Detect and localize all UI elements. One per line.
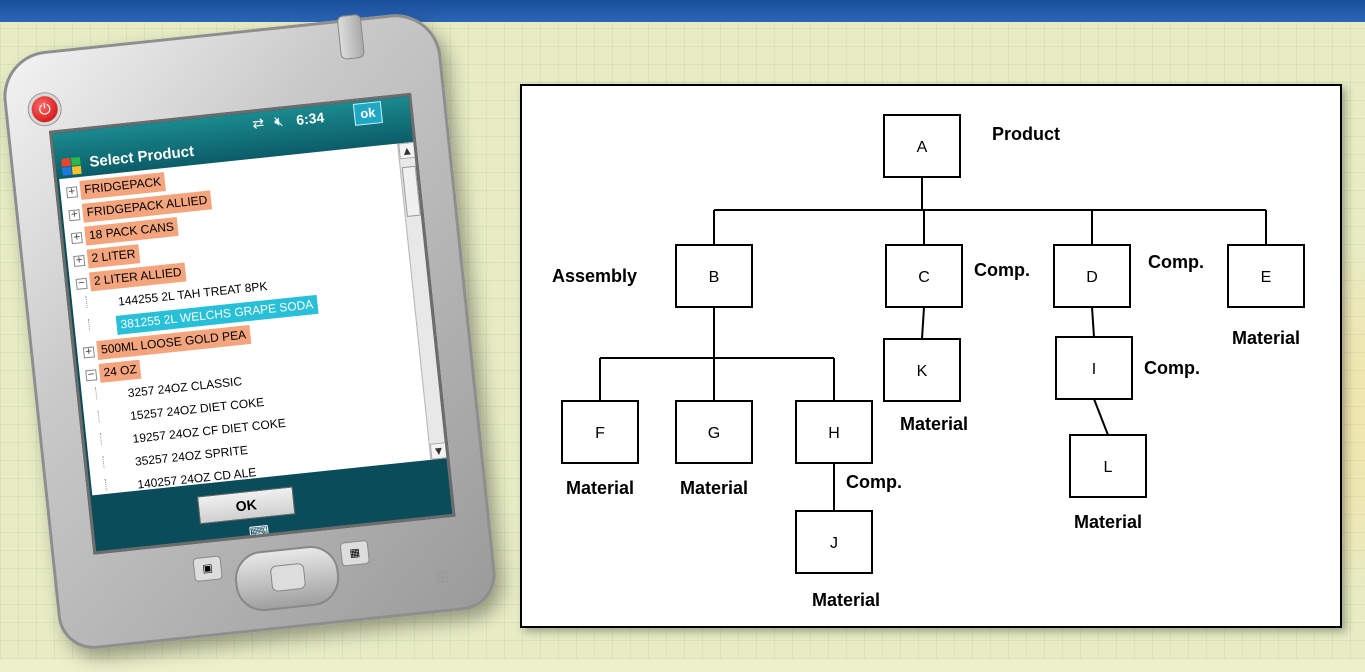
expand-icon[interactable]: + — [68, 209, 81, 222]
top-banner — [0, 0, 1365, 22]
scroll-thumb[interactable] — [401, 165, 421, 217]
node-box-c — [885, 244, 963, 308]
ok-button[interactable]: OK — [197, 486, 296, 525]
tree-connector — [97, 410, 100, 423]
node-label-f: F — [595, 425, 605, 442]
stylus — [336, 13, 366, 60]
windows-start-icon[interactable] — [60, 156, 83, 177]
expand-icon[interactable]: + — [65, 186, 79, 199]
node-box-a — [883, 114, 961, 178]
connector-line — [1093, 398, 1109, 436]
node-type-label: Comp. — [1148, 252, 1204, 272]
node-label-a: A — [917, 139, 928, 156]
action-button[interactable] — [269, 562, 307, 593]
node-label-c: C — [918, 269, 930, 286]
node-label-l: L — [1104, 459, 1113, 476]
windows-logo-icon: ⊞ — [434, 566, 451, 587]
node-type-label: Material — [1074, 512, 1142, 532]
node-label-b: B — [709, 269, 720, 286]
connectivity-icon[interactable]: ⇄ — [251, 115, 265, 133]
collapse-icon[interactable]: − — [85, 369, 98, 382]
node-type-label: Material — [812, 590, 880, 610]
tree-connector — [85, 295, 88, 308]
node-label-j: J — [830, 535, 838, 552]
node-type-label: Material — [566, 478, 634, 498]
expand-icon[interactable]: + — [73, 254, 86, 268]
scroll-up-icon[interactable]: ▲ — [398, 141, 416, 160]
node-type-label: Assembly — [552, 266, 637, 286]
node-label-i: I — [1092, 361, 1096, 378]
node-label-g: G — [708, 425, 720, 442]
pocket-pc-device: ⏻ Select Product ⇄ 🔇︎ 6:34 ok +FRIDGEPAC… — [0, 8, 521, 672]
softkey-right-icon[interactable]: ▦ — [339, 539, 370, 567]
softkey-left-icon[interactable]: ▣ — [192, 555, 223, 583]
node-label-d: D — [1086, 269, 1098, 286]
tree-connector — [104, 478, 107, 491]
connector-line — [921, 306, 925, 340]
node-box-e — [1227, 244, 1305, 308]
tree-item-label: 24 OZ — [98, 359, 142, 383]
tree-connector — [102, 456, 105, 469]
node-type-label: Comp. — [846, 472, 902, 492]
clock[interactable]: 6:34 — [295, 109, 325, 128]
node-box-b — [675, 244, 753, 308]
node-type-label: Comp. — [1144, 358, 1200, 378]
node-box-d — [1053, 244, 1131, 308]
tree-item-label: 2 LITER — [86, 244, 141, 269]
node-label-h: H — [828, 425, 840, 442]
connector-line — [1091, 306, 1095, 338]
node-type-label: Material — [1232, 328, 1300, 348]
node-box-k — [883, 338, 961, 402]
node-label-e: E — [1261, 269, 1272, 286]
node-box-f — [561, 400, 639, 464]
node-box-j — [795, 510, 873, 574]
expand-icon[interactable]: + — [70, 232, 83, 245]
expand-icon[interactable]: + — [82, 346, 95, 359]
ok-title-button[interactable]: ok — [352, 101, 383, 126]
node-type-label: Comp. — [974, 260, 1030, 280]
scroll-down-icon[interactable]: ▼ — [429, 442, 448, 460]
collapse-icon[interactable]: − — [75, 277, 88, 290]
product-tree: +FRIDGEPACK+FRIDGEPACK ALLIED+18 PACK CA… — [59, 143, 431, 496]
device-screen: Select Product ⇄ 🔇︎ 6:34 ok +FRIDGEPACK+… — [48, 92, 456, 555]
tree-connector — [99, 433, 103, 446]
node-label-k: K — [917, 363, 928, 380]
node-type-label: Material — [900, 414, 968, 434]
node-box-i — [1055, 336, 1133, 400]
tree-list: +FRIDGEPACK+FRIDGEPACK ALLIED+18 PACK CA… — [63, 151, 395, 495]
node-box-l — [1069, 434, 1147, 498]
node-box-h — [795, 400, 873, 464]
node-type-label: Product — [992, 124, 1060, 144]
tree-connector — [87, 318, 91, 331]
node-box-g — [675, 400, 753, 464]
tree-connector — [95, 387, 98, 400]
node-type-label: Material — [680, 478, 748, 498]
speaker-muted-icon[interactable]: 🔇︎ — [273, 113, 284, 131]
